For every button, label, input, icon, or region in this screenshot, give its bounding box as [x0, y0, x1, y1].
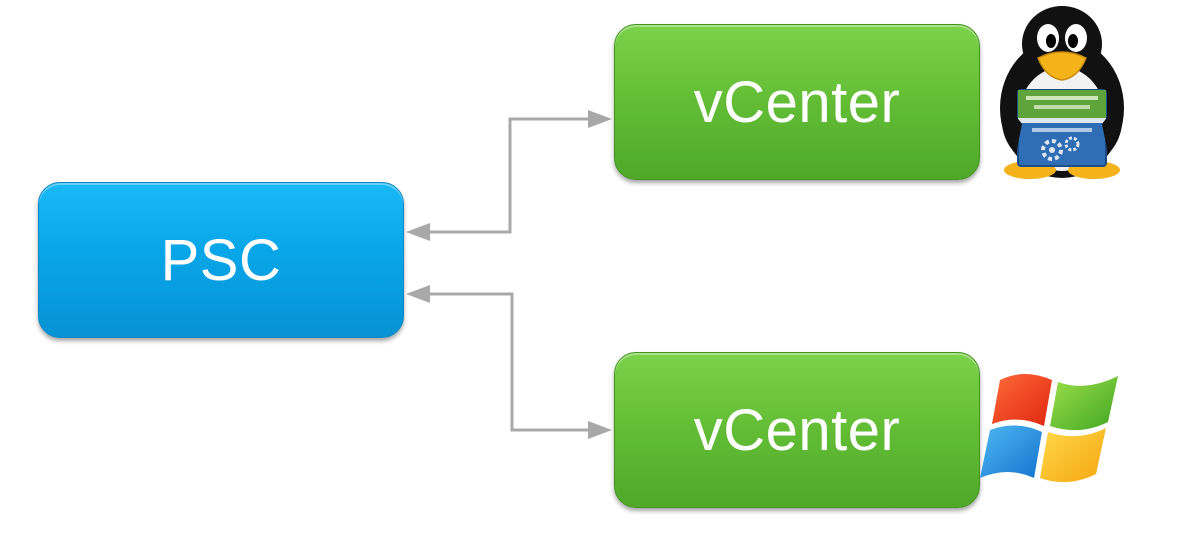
- arrowhead-psc-bottom: [406, 285, 430, 303]
- psc-label: PSC: [160, 227, 282, 293]
- vcenter-windows-node: vCenter: [614, 352, 980, 508]
- vcenter-linux-label: vCenter: [693, 69, 901, 135]
- connector-psc-vcenter-linux: [428, 117, 590, 234]
- tux-penguin-icon: [1000, 6, 1124, 179]
- vcenter-windows-label: vCenter: [693, 397, 901, 463]
- arrowhead-psc-top: [406, 223, 430, 241]
- vcenter-linux-node: vCenter: [614, 24, 980, 180]
- arrowhead-vcenter-linux: [588, 110, 612, 128]
- connector-psc-vcenter-windows: [428, 292, 590, 432]
- windows-logo-icon: [980, 374, 1118, 483]
- psc-node: PSC: [38, 182, 404, 338]
- appliance-box-icon: [1017, 89, 1107, 167]
- arrowhead-vcenter-windows: [588, 421, 612, 439]
